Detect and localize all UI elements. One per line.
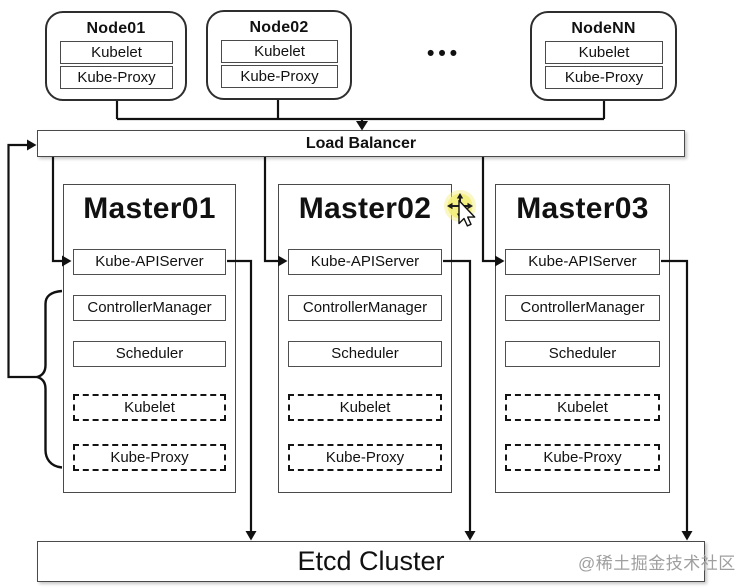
master01-kube-proxy-box: Kube-Proxy: [73, 444, 226, 471]
arrow-pointer-icon: [458, 199, 476, 227]
nodenn-title: NodeNN: [571, 20, 636, 37]
arrowhead-master03-etcd: [681, 531, 693, 541]
arrowhead-master02-etcd: [464, 531, 476, 541]
node01-kubelet-box: Kubelet: [60, 41, 173, 64]
etcd-cluster-bar: Etcd Cluster: [37, 541, 705, 582]
arrowhead-master01-etcd: [245, 531, 257, 541]
master02-kube-apiserver-box: Kube-APIServer: [288, 249, 442, 275]
master03-box: Master03 Kube-APIServer ControllerManage…: [495, 184, 670, 493]
master03-title: Master03: [516, 192, 649, 225]
master02-kubelet-box: Kubelet: [288, 394, 442, 421]
nodenn-box: NodeNN Kubelet Kube-Proxy: [530, 11, 677, 101]
master03-kubelet-box: Kubelet: [505, 394, 660, 421]
master01-title: Master01: [83, 192, 216, 225]
nodenn-kubelet-box: Kubelet: [545, 41, 663, 64]
master01-scheduler-box: Scheduler: [73, 341, 226, 367]
move-cross-icon: [452, 198, 468, 214]
master01-kubelet-box: Kubelet: [73, 394, 226, 421]
node01-kube-proxy-box: Kube-Proxy: [60, 66, 173, 89]
master03-kube-apiserver-box: Kube-APIServer: [505, 249, 660, 275]
more-nodes-ellipsis: •••: [427, 42, 462, 65]
lb-to-master03-line: [481, 157, 495, 263]
master01-kube-apiserver-box: Kube-APIServer: [73, 249, 226, 275]
master02-kube-proxy-box: Kube-Proxy: [288, 444, 442, 471]
watermark-text: @稀土掘金技术社区: [578, 554, 736, 573]
node02-kubelet-box: Kubelet: [221, 40, 338, 63]
node02-title: Node02: [249, 19, 309, 36]
arrowhead-into-lb-left: [27, 139, 37, 151]
lb-to-master02-line: [263, 157, 278, 263]
node02-kube-proxy-box: Kube-Proxy: [221, 65, 338, 88]
master03-controllermanager-box: ControllerManager: [505, 295, 660, 321]
node01-box: Node01 Kubelet Kube-Proxy: [45, 11, 187, 101]
master02-title: Master02: [298, 192, 432, 225]
node01-title: Node01: [86, 20, 146, 37]
feedback-to-lb-line: [7, 143, 37, 379]
master03-kube-proxy-box: Kube-Proxy: [505, 444, 660, 471]
load-balancer-bar: Load Balancer: [37, 130, 685, 157]
master01-box: Master01 Kube-APIServer ControllerManage…: [63, 184, 236, 493]
master02-box: Master02 Kube-APIServer ControllerManage…: [278, 184, 452, 493]
master02-scheduler-box: Scheduler: [288, 341, 442, 367]
master03-scheduler-box: Scheduler: [505, 341, 660, 367]
master02-controllermanager-box: ControllerManager: [288, 295, 442, 321]
lb-to-master01-line: [51, 157, 62, 263]
master01-group-brace: [36, 289, 63, 469]
master01-controllermanager-box: ControllerManager: [73, 295, 226, 321]
node02-box: Node02 Kubelet Kube-Proxy: [206, 10, 352, 100]
nodenn-kube-proxy-box: Kube-Proxy: [545, 66, 663, 89]
